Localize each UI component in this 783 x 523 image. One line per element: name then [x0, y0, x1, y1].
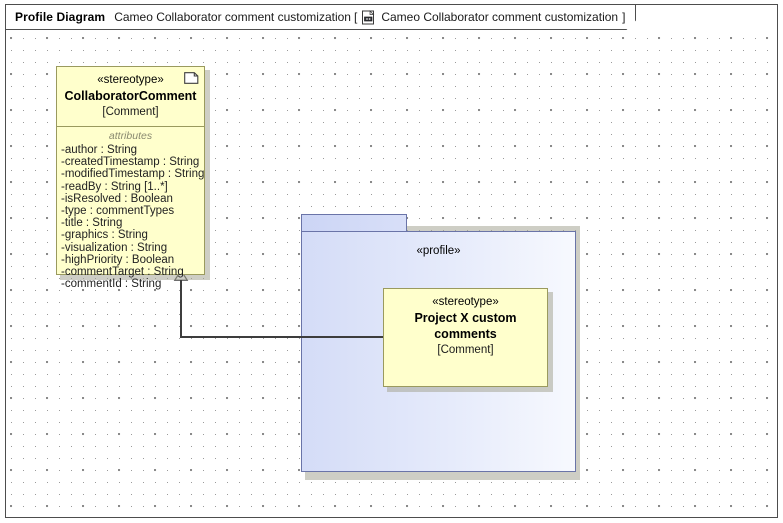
package-stereotype-label: «profile»: [416, 245, 461, 257]
attribute-row[interactable]: -readBy : String [1..*]: [61, 180, 168, 193]
attribute-row[interactable]: -graphics : String: [61, 229, 148, 242]
title-bracket-close: ]: [622, 10, 626, 24]
class-project-x-wrapper: «stereotype» Project X custom comments […: [383, 288, 553, 393]
attribute-row[interactable]: -isResolved : Boolean: [61, 192, 173, 205]
attribute-row[interactable]: -title : String: [61, 217, 123, 230]
attribute-row[interactable]: -type : commentTypes: [61, 205, 175, 218]
title-bracket-open: [: [353, 10, 358, 24]
attribute-row[interactable]: -commentTarget : String: [61, 266, 184, 279]
class-collaborator-comment[interactable]: «stereotype» CollaboratorComment [Commen…: [56, 66, 205, 290]
class-name-label: CollaboratorComment: [64, 89, 197, 103]
attribute-row[interactable]: -author : String: [61, 144, 138, 156]
class-name-label: Project X custom comments: [414, 311, 517, 341]
attributes-compartment-title: attributes: [108, 130, 153, 142]
diagram-name-label: Cameo Collaborator comment customization: [114, 10, 351, 24]
class-metaclass-label: [Comment]: [437, 344, 494, 356]
generalization-horizontal-segment[interactable]: [180, 336, 385, 338]
attributes-compartment: attributes -author : String -createdTime…: [57, 127, 204, 294]
diagram-kind-label: Profile Diagram: [15, 10, 106, 24]
class-metaclass-label: [Comment]: [102, 106, 159, 118]
class-collaborator-comment-wrapper: «stereotype» CollaboratorComment [Commen…: [56, 66, 210, 290]
attribute-row[interactable]: -highPriority : Boolean: [61, 253, 175, 266]
attribute-row[interactable]: -createdTimestamp : String: [61, 156, 200, 169]
package-tab: [301, 214, 407, 232]
class-project-x-custom-comments[interactable]: «stereotype» Project X custom comments […: [383, 288, 548, 387]
attribute-row[interactable]: -modifiedTimestamp : String: [61, 168, 205, 181]
generalization-vertical-segment[interactable]: [180, 277, 182, 337]
class-compartment-divider: [57, 126, 204, 127]
profile-document-icon: [361, 10, 376, 25]
note-folded-corner-icon: [184, 71, 199, 84]
diagram-title-bar[interactable]: Profile Diagram Cameo Collaborator comme…: [6, 5, 636, 30]
class-stereotype-label: «stereotype»: [97, 74, 164, 86]
diagram-frame: Profile Diagram Cameo Collaborator comme…: [5, 4, 778, 518]
class-header: «stereotype» CollaboratorComment [Commen…: [57, 67, 204, 126]
attribute-row[interactable]: -commentId : String: [61, 278, 162, 291]
diagram-owner-label: Cameo Collaborator comment customization: [381, 10, 619, 24]
class-stereotype-label: «stereotype»: [432, 296, 499, 308]
attribute-row[interactable]: -visualization : String: [61, 241, 168, 254]
class-header: «stereotype» Project X custom comments […: [384, 289, 547, 364]
